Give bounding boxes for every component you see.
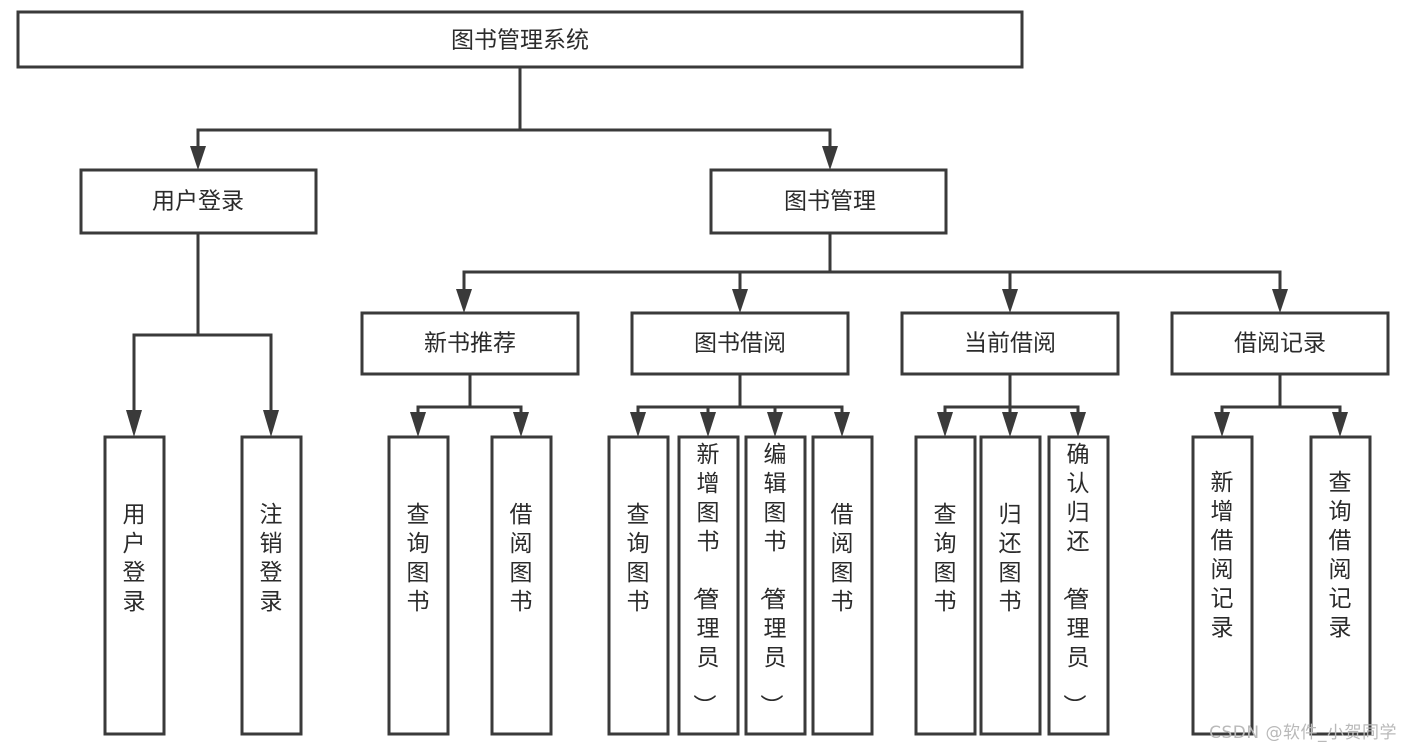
arrow-to-leaf-query-record (1332, 412, 1348, 437)
arrow-to-leaf-query-book-1 (410, 412, 426, 437)
arrow-to-leaf-add-book (700, 412, 716, 437)
node-borrow-record-box[interactable] (1170, 311, 1390, 376)
node-leaf-add-record-label: 新增借阅记录 (1211, 470, 1234, 641)
node-leaf-query-book-3[interactable]: 查询图书 (914, 435, 977, 736)
node-borrow-record-label: 借阅记录 (1234, 331, 1326, 357)
node-book-manage-box[interactable] (709, 168, 948, 235)
node-leaf-borrow-book-2-box[interactable] (811, 435, 874, 736)
arrow-to-leaf-confirm-return (1070, 412, 1086, 437)
node-book-borrow[interactable]: 图书借阅 (630, 311, 850, 376)
arrow-to-leaf-borrow-book-1 (513, 412, 529, 437)
arrow-to-leaf-query-book-3 (937, 412, 953, 437)
node-current-borrow[interactable]: 当前借阅 (900, 311, 1120, 376)
arrow-to-current-borrow (1002, 289, 1018, 313)
node-root-label: 图书管理系统 (451, 28, 589, 54)
node-new-book-rec-label: 新书推荐 (424, 331, 516, 357)
node-leaf-confirm-return[interactable]: 确认归还（管理员） (1047, 435, 1110, 736)
node-leaf-query-record-label: 查询借阅记录 (1329, 470, 1352, 641)
arrow-to-user-login (190, 146, 206, 170)
node-new-book-rec-box[interactable] (360, 311, 580, 376)
node-leaf-add-record-box[interactable] (1191, 435, 1254, 736)
node-book-borrow-label: 图书借阅 (694, 331, 786, 357)
arrow-to-leaf-edit-book (767, 412, 783, 437)
node-leaf-logout-label: 注销登录 (260, 502, 283, 615)
node-leaf-user-login-label: 用户登录 (123, 502, 146, 615)
arrow-to-new-book-rec (456, 289, 472, 313)
node-leaf-borrow-book-2[interactable]: 借阅图书 (811, 435, 874, 736)
node-leaf-logout-box[interactable] (240, 435, 303, 736)
node-leaf-return-book[interactable]: 归还图书 (979, 435, 1042, 736)
node-leaf-query-record-box[interactable] (1309, 435, 1372, 736)
node-leaf-edit-book-label: 编辑图书（管理员） (758, 442, 787, 717)
node-leaf-query-book-2[interactable]: 查询图书 (607, 435, 670, 736)
node-user-login-label: 用户登录 (152, 189, 244, 215)
node-leaf-query-book-2-box[interactable] (607, 435, 670, 736)
node-leaf-edit-book-box[interactable] (744, 435, 807, 736)
node-leaf-add-book[interactable]: 新增图书（管理员） (677, 435, 740, 736)
node-user-login[interactable]: 用户登录 (79, 168, 318, 235)
arrow-to-leaf-return-book (1002, 412, 1018, 437)
node-leaf-user-login[interactable]: 用户登录 (103, 435, 166, 736)
node-borrow-record[interactable]: 借阅记录 (1170, 311, 1390, 376)
arrow-to-leaf-query-book-2 (630, 412, 646, 437)
node-current-borrow-box[interactable] (900, 311, 1120, 376)
node-leaf-borrow-book-2-label: 借阅图书 (831, 502, 854, 615)
node-leaf-borrow-book-1-label: 借阅图书 (510, 502, 533, 615)
arrow-to-leaf-borrow-book-2 (834, 412, 850, 437)
node-leaf-query-book-1-box[interactable] (387, 435, 450, 736)
node-new-book-rec[interactable]: 新书推荐 (360, 311, 580, 376)
node-leaf-borrow-book-1[interactable]: 借阅图书 (490, 435, 553, 736)
node-user-login-box[interactable] (79, 168, 318, 235)
node-leaf-query-book-3-label: 查询图书 (934, 502, 957, 615)
node-book-manage[interactable]: 图书管理 (709, 168, 948, 235)
node-leaf-query-book-1-label: 查询图书 (407, 502, 430, 615)
node-leaf-return-book-label: 归还图书 (999, 502, 1022, 615)
node-leaf-edit-book[interactable]: 编辑图书（管理员） (744, 435, 807, 736)
node-leaf-query-book-2-label: 查询图书 (627, 502, 650, 615)
arrow-to-leaf-add-record (1214, 412, 1230, 437)
arrow-to-book-borrow (732, 289, 748, 313)
node-leaf-add-record[interactable]: 新增借阅记录 (1191, 435, 1254, 736)
node-leaf-add-book-label: 新增图书（管理员） (691, 442, 720, 717)
node-leaf-confirm-return-box[interactable] (1047, 435, 1110, 736)
node-leaf-add-book-box[interactable] (677, 435, 740, 736)
node-root[interactable]: 图书管理系统 (16, 10, 1024, 69)
node-leaf-confirm-return-label: 确认归还（管理员） (1061, 442, 1090, 717)
arrow-to-leaf-user-login (126, 410, 142, 437)
edge-layer (126, 65, 1348, 437)
arrow-to-borrow-record (1272, 289, 1288, 313)
node-leaf-query-book-1[interactable]: 查询图书 (387, 435, 450, 736)
node-book-borrow-box[interactable] (630, 311, 850, 376)
arrow-to-leaf-logout (263, 410, 279, 437)
node-leaf-query-book-3-box[interactable] (914, 435, 977, 736)
node-root-box[interactable] (16, 10, 1024, 69)
node-leaf-query-record[interactable]: 查询借阅记录 (1309, 435, 1372, 736)
node-leaf-logout[interactable]: 注销登录 (240, 435, 303, 736)
node-book-manage-label: 图书管理 (784, 189, 876, 215)
node-current-borrow-label: 当前借阅 (964, 331, 1056, 357)
arrow-to-book-manage (822, 146, 838, 170)
node-leaf-return-book-box[interactable] (979, 435, 1042, 736)
node-leaf-borrow-book-1-box[interactable] (490, 435, 553, 736)
node-leaf-user-login-box[interactable] (103, 435, 166, 736)
